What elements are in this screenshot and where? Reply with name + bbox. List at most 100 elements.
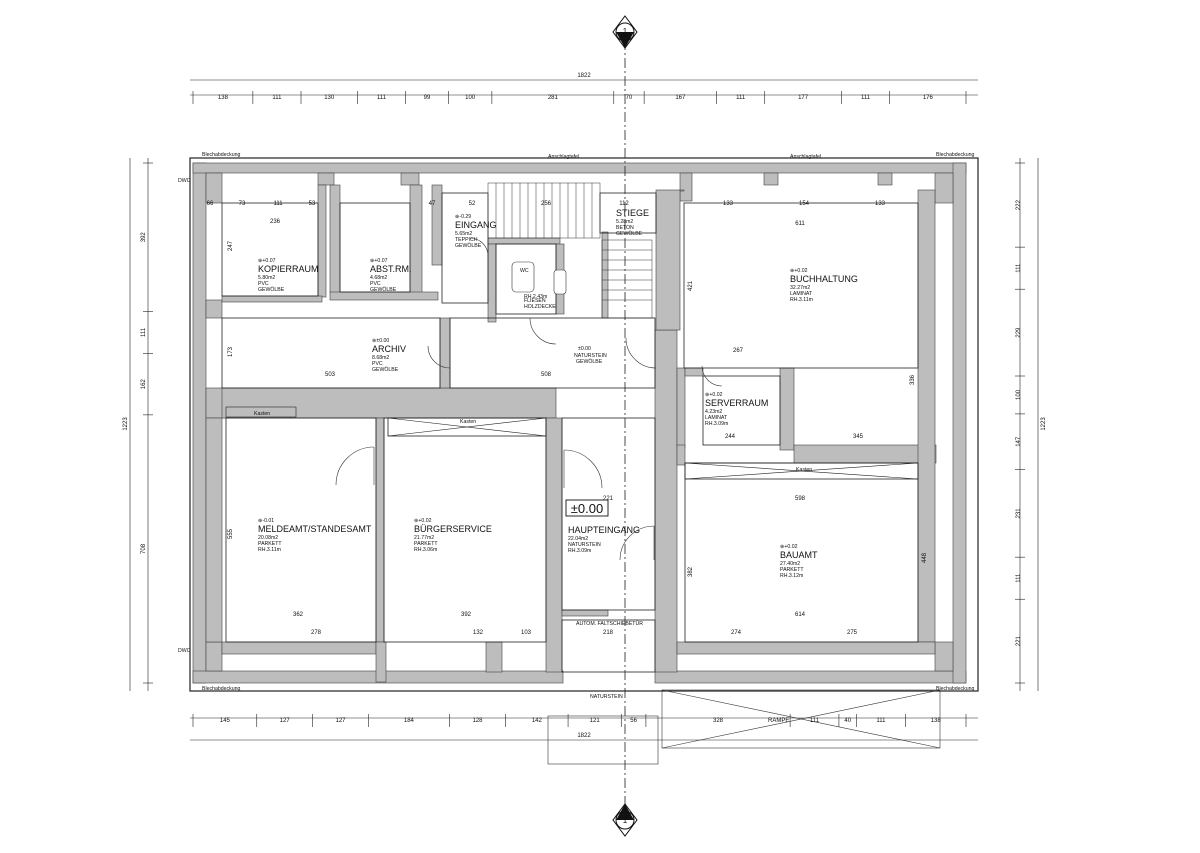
- dim-segment-3: 184: [404, 718, 415, 724]
- inner-dim-1: 73: [239, 201, 246, 207]
- inner-dim-26: 274: [731, 630, 742, 636]
- room-extra: RH.3.06m: [414, 547, 437, 553]
- section-marker-bottom: 1: [612, 803, 638, 837]
- room-name: BÜRGERSERVICE: [414, 524, 492, 534]
- room-name: SERVERRAUM: [705, 398, 768, 408]
- dim-segment-1: 111: [141, 327, 147, 337]
- overall-height-left: 1223: [123, 417, 129, 431]
- inner-dim-19: 362: [293, 612, 304, 618]
- inner-dim-2: 111: [273, 201, 283, 207]
- inner-dim-35: 247: [228, 240, 234, 251]
- room-area: 4.68m2: [370, 275, 387, 281]
- dim-segment-9: 111: [810, 718, 820, 724]
- room-level: ⊕+0.02: [780, 544, 798, 550]
- autom-door: AUTOM. FALTSCHIEBETÜR: [576, 620, 643, 627]
- inner-dim-8: 133: [723, 201, 734, 207]
- inner-dim-33: 448: [922, 552, 928, 563]
- corridor-level: ±0.00: [578, 346, 591, 352]
- room-extra: GEWÖLBE: [258, 286, 285, 293]
- room-floor: LAMINAT: [790, 291, 813, 297]
- blech-br: Blechabdeckung: [936, 686, 974, 692]
- kasten-top: Kasten: [460, 419, 476, 425]
- room-level: ⊕+0.02: [790, 268, 808, 274]
- kasten-melde: Kasten: [254, 411, 270, 417]
- dim-segment-6: 111: [1016, 573, 1022, 583]
- plan-frame: [189, 157, 979, 692]
- inner-dim-18: 598: [795, 496, 806, 502]
- ramp: [547, 689, 941, 765]
- inner-dim-10: 133: [875, 201, 886, 207]
- room-meldeamt-standesamt: ⊕-0.01MELDEAMT/STANDESAMT20.08m2PARKETTR…: [258, 518, 372, 553]
- corridor-extra: GEWÖLBE: [576, 358, 603, 365]
- inner-dim-14: 503: [325, 372, 336, 378]
- dim-segment-9: 111: [736, 95, 746, 101]
- room-name: KOPIERRAUM: [258, 264, 319, 274]
- room-extra: GEWÖLBE: [372, 366, 399, 373]
- inner-dim-31: 555: [228, 528, 234, 539]
- dim-segment-4: 147: [1016, 436, 1022, 447]
- toilet-fixtures: [511, 261, 567, 295]
- dim-segment-1: 111: [272, 95, 282, 101]
- dim-segment-2: 127: [336, 718, 347, 724]
- entrance-level-text: ±0.00: [571, 501, 603, 516]
- inner-dim-28: 218: [603, 630, 614, 636]
- dim-segment-11: 111: [861, 95, 871, 101]
- inner-dim-22: 614: [795, 612, 806, 618]
- overall-width-bottom: 1822: [577, 733, 591, 739]
- inner-dim-17: 244: [725, 434, 736, 440]
- blech-tr: Blechabdeckung: [936, 152, 974, 158]
- inner-dim-5: 47: [429, 201, 436, 207]
- inner-dim-3: 53: [309, 201, 316, 207]
- section-label-bottom: 1: [623, 816, 628, 825]
- room-name: BAUAMT: [780, 550, 818, 560]
- inner-dim-0: 66: [207, 201, 214, 207]
- dim-segment-0: 145: [220, 718, 231, 724]
- blech-tl: Blechabdeckung: [202, 152, 240, 158]
- section-marker-top: 1: [612, 15, 638, 49]
- dwc-top: DWC: [178, 178, 191, 184]
- dim-segment-10: 40: [844, 718, 851, 724]
- room-area: 21.77m2: [414, 535, 434, 541]
- inner-dim-9: 154: [799, 201, 810, 207]
- room-level: ⊕+0.07: [258, 258, 276, 264]
- room-extra: GEWÖLBE: [455, 242, 482, 249]
- room-area: 5.28m2: [616, 219, 633, 225]
- entrance-level: ±0.00: [565, 499, 609, 517]
- inner-dim-15: 508: [541, 372, 552, 378]
- natur-outside: NATURSTEIN: [590, 694, 623, 700]
- dim-segment-5: 231: [1016, 508, 1022, 519]
- dim-segment-0: 392: [141, 232, 147, 243]
- room-area: 5.80m2: [258, 275, 275, 281]
- inner-dim-30: 336: [910, 374, 916, 385]
- room-area: 27.40m2: [780, 561, 800, 567]
- dim-segment-0: 222: [1016, 199, 1022, 210]
- dim-segment-10: 177: [798, 95, 809, 101]
- inner-dim-4: 52: [469, 201, 476, 207]
- anschlag-right: Anschlagtafel: [790, 154, 821, 160]
- inner-dim-32: 382: [688, 566, 694, 577]
- dim-segment-0: 138: [218, 95, 229, 101]
- room-area: 5.65m2: [455, 231, 472, 237]
- room-floor: NATURSTEIN: [568, 542, 601, 548]
- dim-segment-6: 121: [590, 718, 601, 724]
- inner-dim-23: 278: [311, 630, 322, 636]
- room-floor: PVC: [370, 281, 381, 287]
- room-level: ⊕+0.02: [705, 392, 723, 398]
- overall-width-top: 1822: [577, 73, 591, 79]
- dim-segment-11: 111: [876, 718, 886, 724]
- dim-segment-6: 281: [548, 95, 559, 101]
- inner-dim-11: 236: [270, 219, 281, 225]
- cabinets: [225, 406, 919, 480]
- room-extra: RH.3.11m: [790, 297, 813, 303]
- inner-dim-6: 256: [541, 201, 552, 207]
